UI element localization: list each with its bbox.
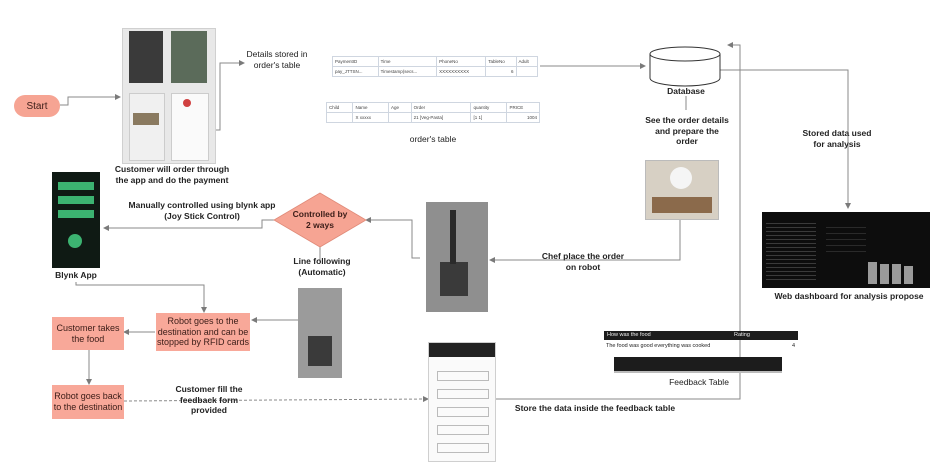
- t2-r1: X xxxxx: [353, 113, 389, 123]
- t2-r0: [327, 113, 353, 123]
- dashboard-panel-mid: [826, 222, 866, 252]
- web-dashboard-image: [762, 212, 930, 288]
- t2-r5: 1004: [507, 113, 540, 123]
- app-alert-icon: [183, 99, 191, 107]
- store-feedback-label: Store the data inside the feedback table: [510, 403, 680, 414]
- details-stored-label: Details stored in order's table: [240, 49, 314, 70]
- app-food-image: [133, 113, 159, 125]
- arrow-start-to-app: [60, 97, 120, 105]
- feedback-field-1: [437, 371, 489, 381]
- blynk-joystick: [68, 234, 82, 248]
- arrow-robot-to-diamond: [366, 220, 420, 258]
- see-order-label: See the order details and prepare the or…: [644, 115, 730, 147]
- line-robot-body: [308, 336, 332, 366]
- web-dashboard-label: Web dashboard for analysis propose: [764, 291, 933, 302]
- orders-table-2: Child Name Age Order quantity PRICE X xx…: [326, 102, 540, 123]
- feedback-form-image: [428, 342, 496, 462]
- feedback-row-right: 4: [792, 343, 795, 349]
- line-following-label: Line following (Automatic): [284, 256, 360, 277]
- t1-h1: Time: [378, 57, 436, 67]
- app-screen-3: [129, 93, 165, 161]
- blynk-button-2: [58, 196, 94, 204]
- t1-r4: [516, 67, 537, 77]
- t1-h2: PhoneNo: [437, 57, 486, 67]
- line-following-photo: [298, 288, 342, 378]
- t2-h1: Name: [353, 103, 389, 113]
- blynk-button-1: [58, 182, 94, 190]
- t2-h0: Child: [327, 103, 353, 113]
- feedback-header-right: Rating: [734, 332, 750, 338]
- t2-h4: quantity: [471, 103, 507, 113]
- app-screen-2: [171, 31, 207, 83]
- controlled-label: Controlled by 2 ways: [290, 209, 350, 230]
- feedback-table-image: [614, 357, 782, 373]
- orders-table-1: PaymentID Time PhoneNo TableNo Adult pay…: [332, 56, 538, 77]
- feedback-header-left: How was the food: [607, 332, 651, 338]
- customer-fill-label: Customer fill the feedback form provided: [164, 384, 254, 416]
- t1-h0: PaymentID: [333, 57, 379, 67]
- app-screens-collage: [122, 28, 216, 164]
- app-screen-1: [129, 31, 163, 83]
- robot-body: [440, 262, 468, 296]
- dashboard-bar-4: [904, 266, 913, 284]
- orders-table-label: order's table: [398, 134, 468, 145]
- robot-photo: [426, 202, 488, 312]
- feedback-row-left: The food was good everything was cooked: [606, 343, 710, 349]
- t1-h4: Adult: [516, 57, 537, 67]
- stored-analysis-label: Stored data used for analysis: [802, 128, 872, 149]
- t2-h2: Age: [389, 103, 412, 113]
- chef-image: [645, 160, 719, 220]
- start-node: Start: [14, 95, 60, 117]
- chef-place-label: Chef place the order on robot: [538, 251, 628, 272]
- database-icon: [648, 46, 722, 88]
- feedback-field-4: [437, 425, 489, 435]
- feedback-field-2: [437, 389, 489, 399]
- t1-r1: Timestamp(secs...: [378, 67, 436, 77]
- t1-r3: 6: [486, 67, 516, 77]
- blynk-button-3: [58, 210, 94, 218]
- t2-r4: [1 1]: [471, 113, 507, 123]
- t1-r0: pay_JTTSN...: [333, 67, 379, 77]
- manual-label: Manually controlled using blynk app (Joy…: [128, 200, 276, 221]
- dashboard-panel-left: [766, 220, 816, 280]
- robot-back-box: Robot goes back to the destination: [52, 385, 124, 419]
- robot-pole: [450, 210, 456, 264]
- customer-order-label: Customer will order through the app and …: [112, 164, 232, 185]
- dashboard-bar-3: [892, 264, 901, 284]
- robot-goes-box: Robot goes to the destination and can be…: [156, 313, 250, 351]
- feedback-table-header: How was the food Rating: [604, 331, 798, 340]
- chef-counter: [652, 197, 712, 213]
- database-label: Database: [660, 86, 712, 97]
- t2-r2: [389, 113, 412, 123]
- t2-h5: PRICE: [507, 103, 540, 113]
- chef-figure: [670, 167, 692, 189]
- feedback-table-row: The food was good everything was cooked …: [604, 341, 798, 351]
- t1-r2: XXXXXXXXXX: [437, 67, 486, 77]
- feedback-table-label: Feedback Table: [664, 377, 734, 388]
- t2-h3: Order: [411, 103, 471, 113]
- dashboard-bar-2: [880, 264, 889, 284]
- t2-r3: 21 [Veg-Pasta]: [411, 113, 471, 123]
- arrow-blynk-to-robot-goes: [76, 282, 204, 312]
- blynk-label: Blynk App: [46, 270, 106, 281]
- customer-takes-box: Customer takes the food: [52, 317, 124, 350]
- dashboard-bar-1: [868, 262, 877, 284]
- feedback-field-5: [437, 443, 489, 453]
- feedback-form-header: [429, 343, 495, 357]
- feedback-field-3: [437, 407, 489, 417]
- blynk-app-screen: [52, 172, 100, 268]
- arrow-app-to-table: [212, 63, 244, 130]
- t1-h3: TableNo: [486, 57, 516, 67]
